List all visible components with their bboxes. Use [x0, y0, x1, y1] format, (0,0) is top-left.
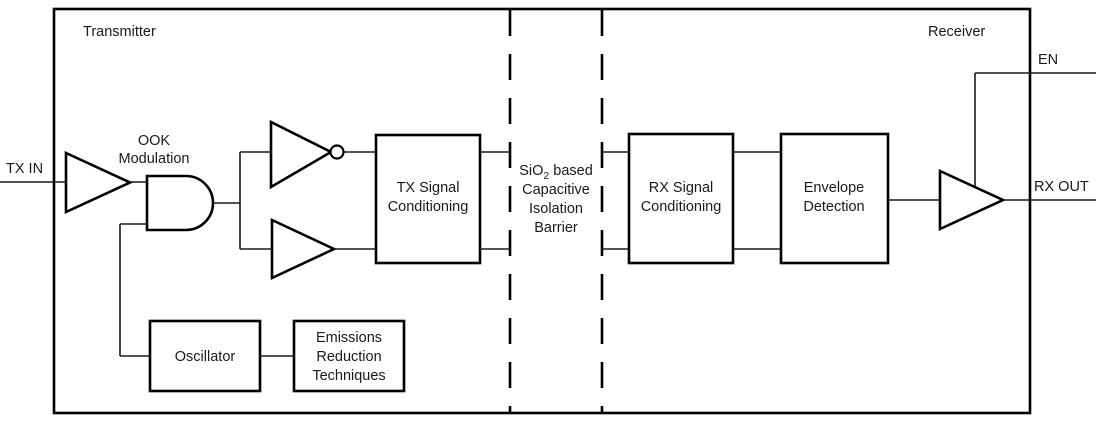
inverting-buffer-triangle — [269, 119, 334, 190]
ook-modulation-label-line2: Modulation — [119, 151, 190, 167]
rx-out-port-label: RX OUT — [1034, 179, 1089, 195]
tx-signal-conditioning-block — [374, 133, 482, 265]
and-gate-shape — [145, 174, 215, 232]
emissions-reduction-block — [292, 319, 406, 393]
barrier-label-line3: Isolation — [529, 201, 583, 217]
device-boundary-frame — [52, 7, 1032, 415]
emissions-reduction-label-line3: Techniques — [312, 368, 385, 384]
non-inverting-buffer-triangle — [270, 217, 338, 281]
tx-signal-conditioning-label-line1: TX Signal — [397, 180, 460, 196]
rx-signal-conditioning-block — [627, 132, 735, 265]
emissions-reduction-label-line1: Emissions — [316, 330, 382, 346]
envelope-detection-label-line2: Detection — [803, 199, 864, 215]
receiver-section-label: Receiver — [928, 24, 985, 40]
rx-signal-conditioning-label-line2: Conditioning — [641, 199, 722, 215]
oscillator-label: Oscillator — [175, 349, 236, 365]
input-buffer-triangle — [64, 150, 134, 215]
transmitter-section-label: Transmitter — [83, 24, 156, 40]
ook-modulation-label-line1: OOK — [138, 133, 171, 149]
barrier-label-line4: Barrier — [534, 220, 578, 236]
envelope-detection-label-line1: Envelope — [804, 180, 864, 196]
rx-signal-conditioning-label-line1: RX Signal — [649, 180, 713, 196]
output-buffer-triangle — [938, 168, 1007, 232]
tx-in-port-label: TX IN — [6, 161, 43, 177]
tx-signal-conditioning-label-line2: Conditioning — [388, 199, 469, 215]
inverting-buffer-bubble-icon — [329, 144, 345, 160]
en-port-label: EN — [1038, 52, 1058, 68]
barrier-label-line2: Capacitive — [522, 182, 590, 198]
barrier-label-line1: SiO2 based — [519, 163, 593, 182]
envelope-detection-block — [779, 132, 890, 265]
emissions-reduction-label-line2: Reduction — [316, 349, 381, 365]
